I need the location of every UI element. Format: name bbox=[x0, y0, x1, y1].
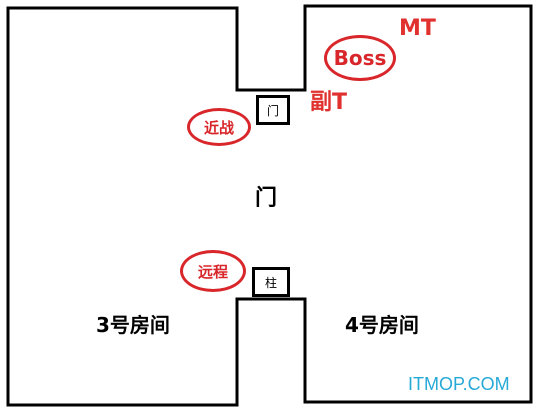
watermark-text: ITMOP.COM bbox=[408, 374, 510, 394]
boss-label: Boss bbox=[333, 46, 387, 70]
pillar-box: 柱 bbox=[252, 267, 290, 297]
door-box-label: 门 bbox=[266, 103, 279, 118]
off-tank-label: 副T bbox=[310, 90, 348, 115]
door-box: 门 bbox=[256, 95, 290, 125]
room-4-label: 4号房间 bbox=[345, 313, 419, 337]
room-outline bbox=[6, 4, 533, 407]
center-door-label: 门 bbox=[255, 186, 278, 211]
boss-marker: Boss bbox=[324, 35, 396, 81]
melee-marker: 近战 bbox=[187, 108, 251, 146]
mt-label: MT bbox=[399, 16, 436, 41]
pillar-box-label: 柱 bbox=[264, 275, 277, 290]
ranged-label: 远程 bbox=[197, 262, 228, 281]
room-3-label: 3号房间 bbox=[96, 313, 170, 337]
melee-label: 近战 bbox=[203, 118, 234, 137]
ranged-marker: 远程 bbox=[180, 250, 246, 292]
